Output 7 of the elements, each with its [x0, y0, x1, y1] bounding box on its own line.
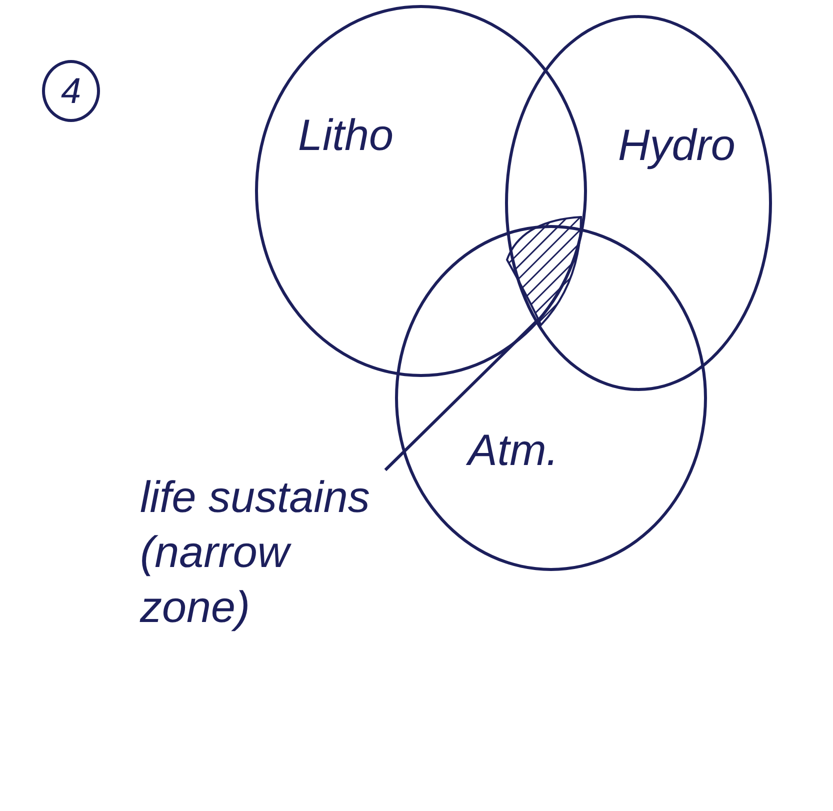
circle-label: Atm. — [468, 425, 560, 477]
circle-label: Litho — [298, 110, 394, 162]
number-circle — [42, 60, 100, 122]
number-label: 4 — [60, 69, 82, 113]
circle-label: Hydro — [618, 120, 736, 172]
hatched-region — [505, 215, 585, 327]
annotation-label: life sustains (narrow zone) — [140, 472, 371, 634]
